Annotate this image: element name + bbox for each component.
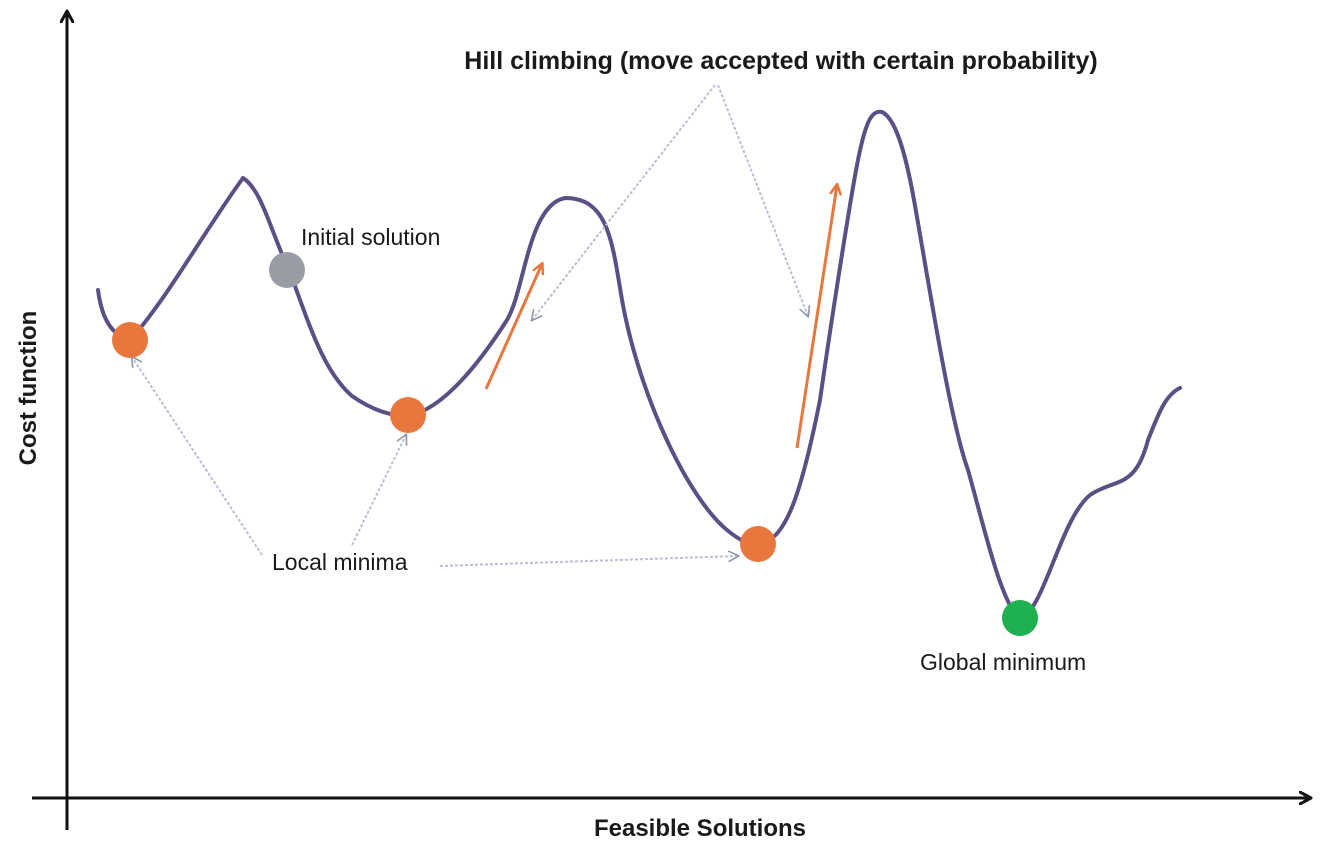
initial-solution-marker <box>269 252 305 288</box>
pointer-arrow-hill-2 <box>717 84 811 318</box>
pointer-arrow-local-3 <box>439 550 740 567</box>
local-minimum-marker-3 <box>740 526 776 562</box>
pointer-arrow-hill-1 <box>530 84 716 322</box>
local-minimum-marker-2 <box>390 397 426 433</box>
diagram-title: Hill climbing (move accepted with certai… <box>464 47 1097 75</box>
global-minimum-marker <box>1002 600 1038 636</box>
global-minimum-label: Global minimum <box>920 649 1086 675</box>
local-minimum-marker-1 <box>112 322 148 358</box>
initial-solution-label: Initial solution <box>301 224 440 250</box>
pointer-arrow-local-2 <box>351 433 408 546</box>
cost-curve <box>96 109 1182 622</box>
hill-climb-arrow-2 <box>795 185 837 449</box>
y-axis-label: Cost function <box>15 311 42 466</box>
pointer-arrow-local-1 <box>130 355 263 556</box>
local-minima-label: Local minima <box>272 549 408 575</box>
hill-climb-arrow-1 <box>484 264 542 390</box>
x-axis-label: Feasible Solutions <box>594 815 806 842</box>
